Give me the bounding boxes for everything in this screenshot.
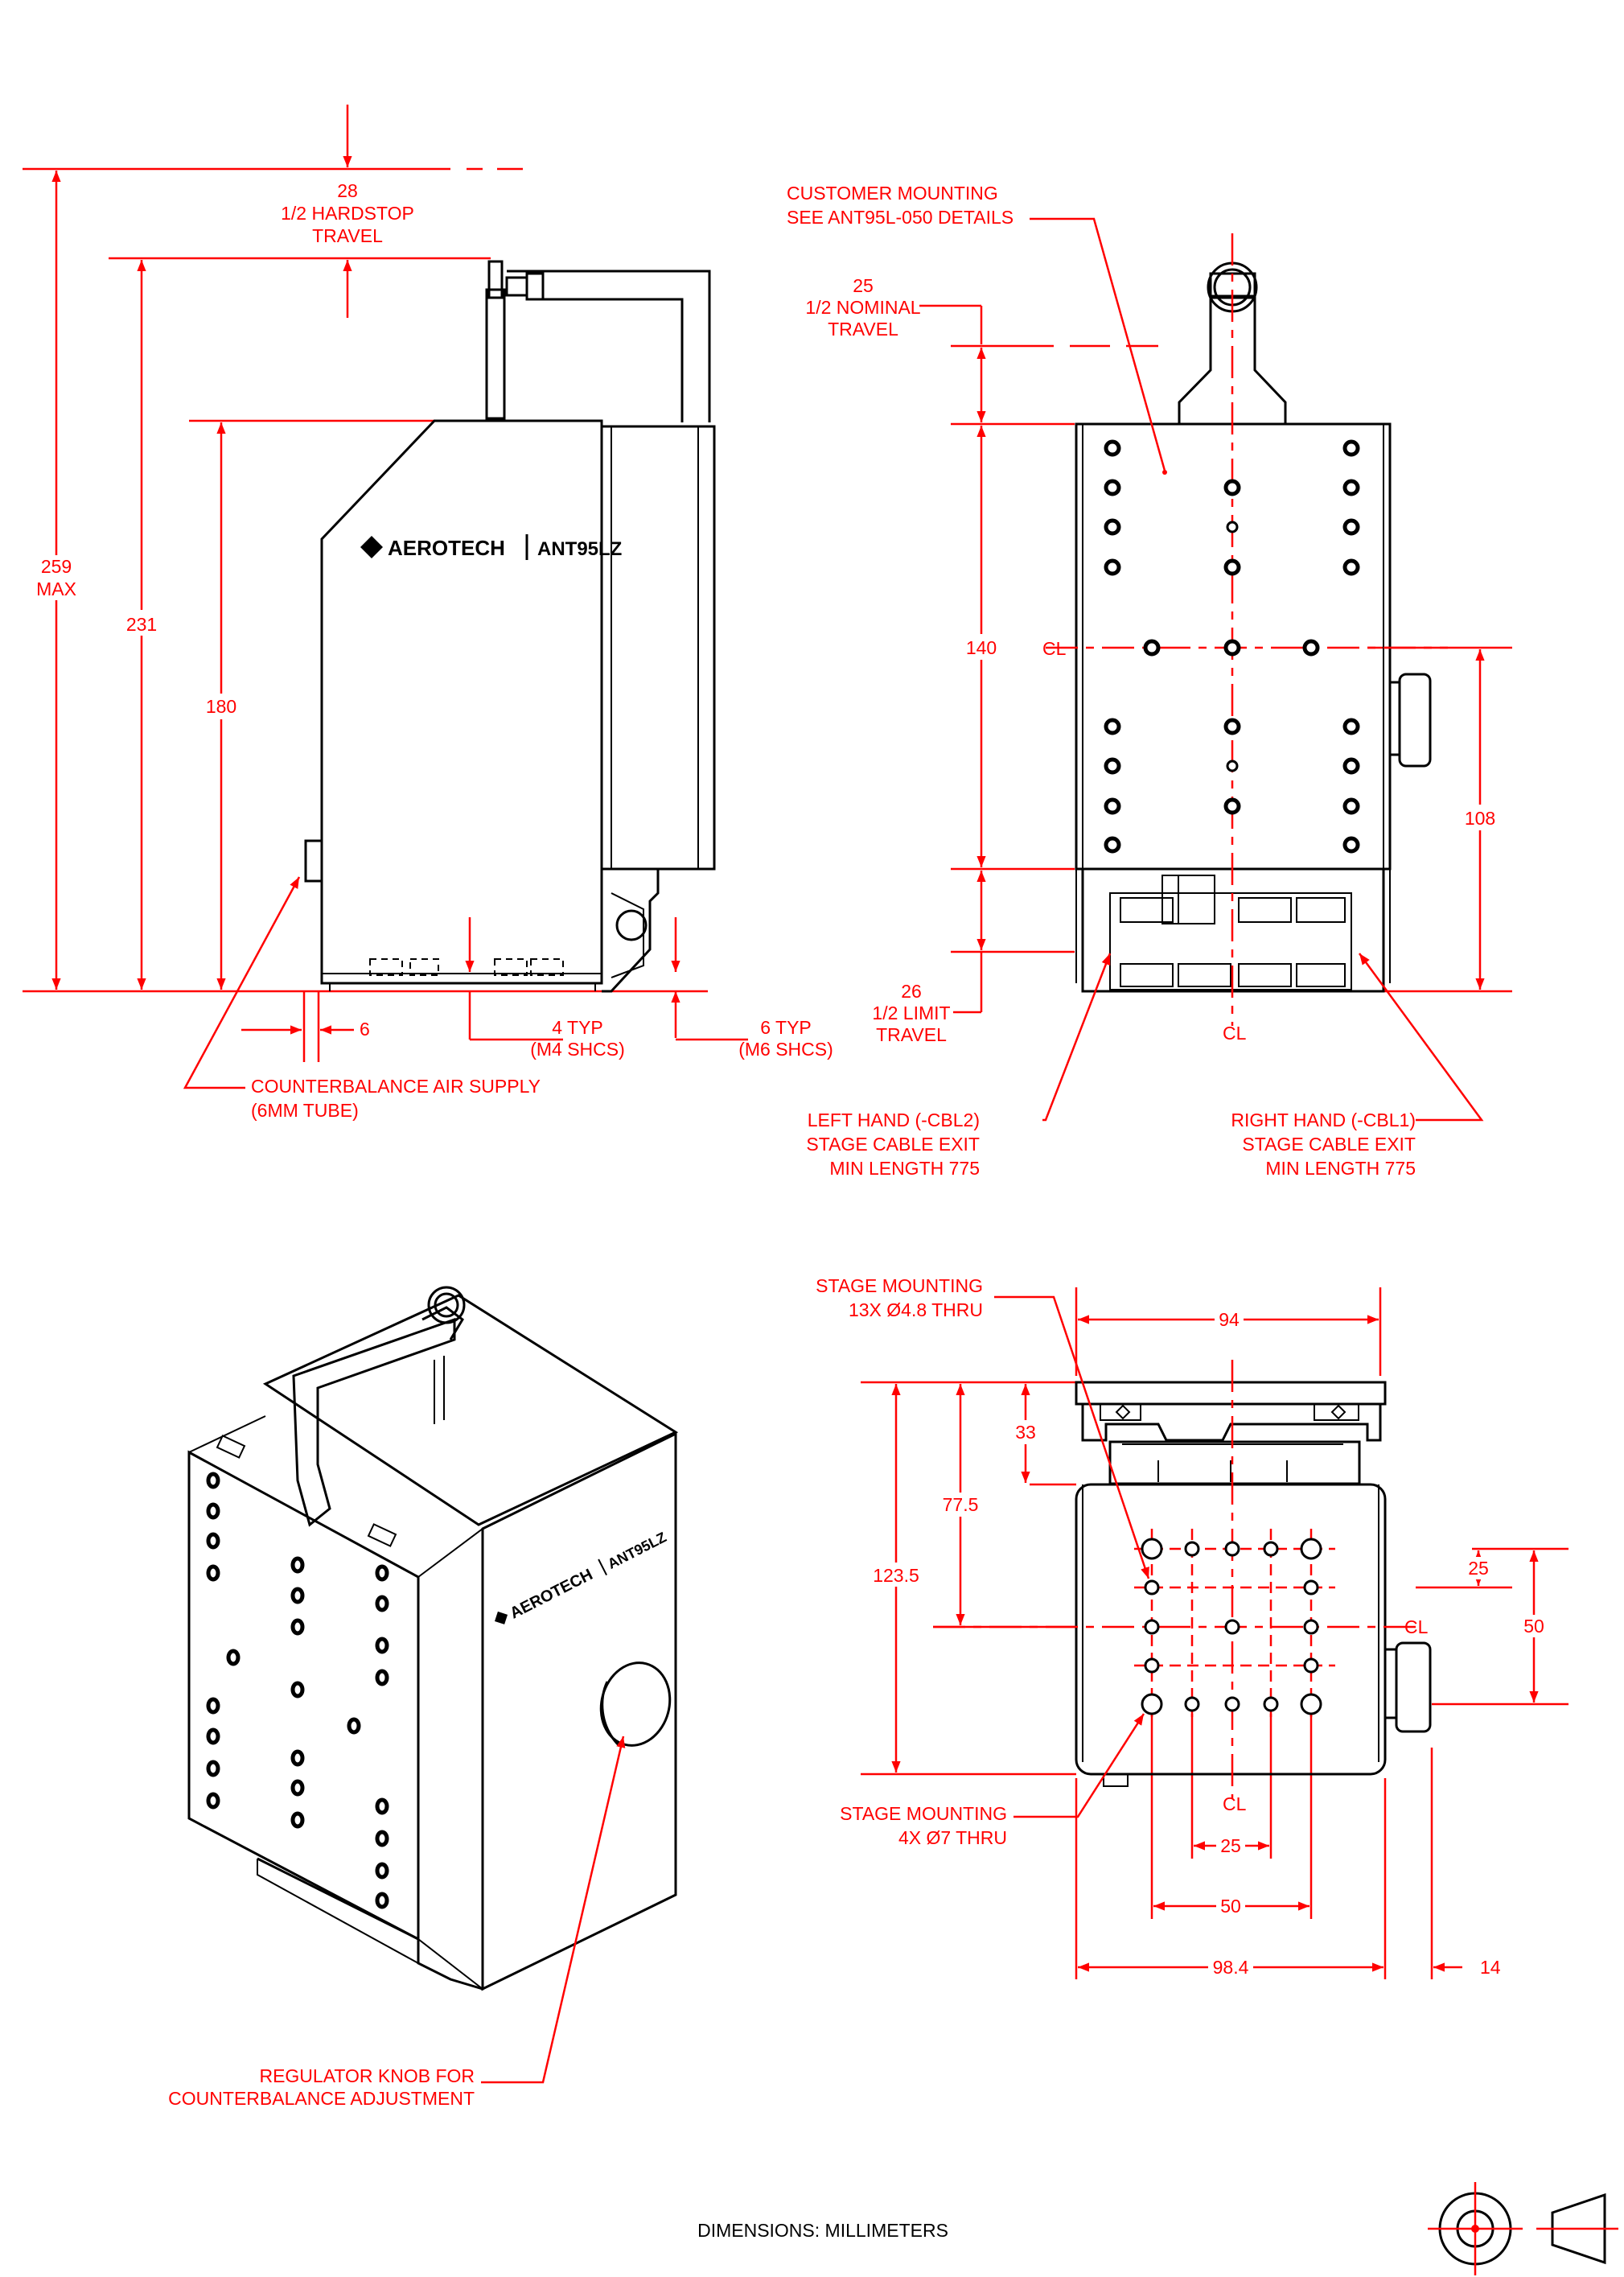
dim-259: 259 xyxy=(41,556,72,577)
isometric-view: AEROTECH ANT95LZ REGULATOR KNOB FOR COUN… xyxy=(168,1286,679,2109)
svg-text:ANT95LZ: ANT95LZ xyxy=(605,1529,668,1572)
regulator-label: REGULATOR KNOB FOR xyxy=(259,2065,475,2086)
svg-text:AEROTECH: AEROTECH xyxy=(388,536,505,560)
customer-mounting-label: CUSTOMER MOUNTING xyxy=(787,183,998,204)
bottom-centerline-v: CL xyxy=(1223,1793,1247,1814)
limit-travel-26: 26 xyxy=(901,981,922,1002)
dim-hardstop-travel: TRAVEL xyxy=(312,225,383,246)
stage-mounting-13x-label: STAGE MOUNTING xyxy=(816,1275,983,1296)
left-hand-label: LEFT HAND (-CBL2) xyxy=(808,1110,980,1130)
dim-hardstop-label: 1/2 HARDSTOP xyxy=(281,203,414,224)
units-note: DIMENSIONS: MILLIMETERS xyxy=(697,2220,948,2241)
left-hand-exit: STAGE CABLE EXIT xyxy=(806,1134,980,1155)
dim-6-typ-m6: (M6 SHCS) xyxy=(738,1039,833,1060)
nominal-travel-label: 1/2 NOMINAL xyxy=(805,297,920,318)
svg-text:ANT95LZ: ANT95LZ xyxy=(537,538,622,560)
customer-mounting-holes xyxy=(1104,439,1360,854)
right-hand-length: MIN LENGTH 775 xyxy=(1265,1158,1416,1179)
dim-231: 231 xyxy=(126,614,157,635)
dim-98-4: 98.4 xyxy=(1213,1957,1249,1978)
left-hand-length: MIN LENGTH 775 xyxy=(829,1158,980,1179)
air-supply-tube: (6MM TUBE) xyxy=(251,1100,359,1121)
side-view: 259 MAX 231 180 28 1/2 HARDSTOP TRAVEL xyxy=(23,105,833,1121)
dim-6-side: 6 xyxy=(360,1019,370,1040)
iso-logo: AEROTECH ANT95LZ xyxy=(495,1529,669,1624)
nominal-travel-travel: TRAVEL xyxy=(828,319,898,340)
stage-mounting-holes xyxy=(1134,1529,1335,1722)
dim-108: 108 xyxy=(1465,808,1495,829)
dim-94: 94 xyxy=(1219,1309,1240,1330)
front-view: 140 108 25 1/2 NOMINAL TRAVEL 26 1/2 LIM… xyxy=(787,183,1512,1179)
svg-text:AEROTECH: AEROTECH xyxy=(508,1566,596,1623)
regulator-adjustment: COUNTERBALANCE ADJUSTMENT xyxy=(168,2088,475,2109)
dim-25-horizontal: 25 xyxy=(1220,1835,1241,1856)
dim-hardstop-28: 28 xyxy=(337,180,358,201)
dim-123-5: 123.5 xyxy=(873,1565,919,1586)
dim-25-vertical: 25 xyxy=(1468,1558,1489,1579)
stage-mounting-13x-size: 13X Ø4.8 THRU xyxy=(849,1299,983,1320)
dim-50-horizontal: 50 xyxy=(1220,1896,1241,1917)
right-hand-exit: STAGE CABLE EXIT xyxy=(1242,1134,1416,1155)
dim-259-max: MAX xyxy=(36,579,76,599)
dim-180: 180 xyxy=(206,696,236,717)
dim-4-typ-m4: (M4 SHCS) xyxy=(530,1039,625,1060)
stage-mounting-4x-label: STAGE MOUNTING xyxy=(840,1803,1007,1824)
limit-travel-travel: TRAVEL xyxy=(876,1024,947,1045)
air-supply-label: COUNTERBALANCE AIR SUPPLY xyxy=(251,1076,541,1097)
bottom-view: 94 123.5 77.5 33 25 50 25 50 98.4 xyxy=(816,1275,1568,1979)
iso-plate-holes xyxy=(206,1472,389,1909)
aerotech-logo: AEROTECH ANT95LZ xyxy=(360,534,622,560)
stage-mounting-4x-size: 4X Ø7 THRU xyxy=(898,1827,1007,1848)
front-centerline-v: CL xyxy=(1223,1023,1247,1044)
bottom-centerline-h: CL xyxy=(1404,1616,1429,1637)
limit-travel-label: 1/2 LIMIT xyxy=(872,1003,950,1023)
right-hand-label: RIGHT HAND (-CBL1) xyxy=(1231,1110,1416,1130)
dim-14: 14 xyxy=(1480,1957,1501,1978)
dim-140: 140 xyxy=(966,637,997,658)
front-centerline-h: CL xyxy=(1042,638,1067,659)
customer-mounting-details: SEE ANT95L-050 DETAILS xyxy=(787,207,1013,228)
nominal-travel-25: 25 xyxy=(853,275,874,296)
dim-33: 33 xyxy=(1015,1422,1036,1443)
dim-4-typ: 4 TYP xyxy=(552,1017,603,1038)
projection-symbol xyxy=(1428,2182,1618,2275)
dim-50-vertical: 50 xyxy=(1523,1616,1544,1637)
dim-6-typ: 6 TYP xyxy=(760,1017,812,1038)
dim-77-5: 77.5 xyxy=(943,1494,979,1515)
